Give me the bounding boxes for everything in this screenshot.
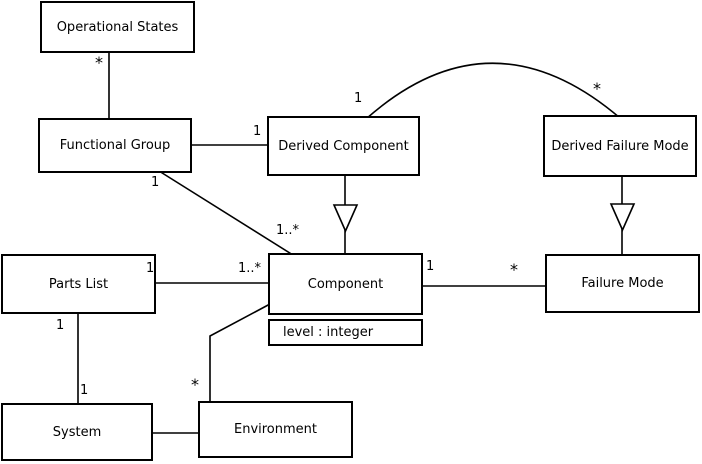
multiplicity-label: 1 [151, 175, 160, 190]
multiplicity-label: * [510, 260, 518, 279]
multiplicity-label: 1..* [276, 223, 300, 238]
class-name: Derived Component [278, 138, 409, 154]
generalization-triangle-icon [332, 204, 359, 233]
class-name: Component [307, 276, 384, 292]
class-name: System [52, 424, 102, 440]
class-box-system: System [1, 403, 153, 461]
multiplicity-label: 1 [426, 259, 435, 274]
multiplicity-label: 1 [253, 124, 262, 139]
association-arc-derived-component-derived-failure-mode [365, 62, 621, 120]
multiplicity-label: * [593, 79, 601, 98]
multiplicity-label: * [95, 53, 103, 72]
class-box-parts-list: Parts List [1, 254, 156, 314]
class-name: Functional Group [59, 138, 171, 153]
class-box-component: Component [268, 253, 423, 315]
multiplicity-label: 1 [146, 261, 155, 276]
class-box-derived-failure-mode: Derived Failure Mode [543, 115, 697, 177]
class-box-functional-group: Functional Group [38, 118, 192, 173]
class-box-operational-states: Operational States [40, 1, 195, 53]
association-line-functional-group-component [158, 170, 294, 256]
class-box-derived-component: Derived Component [267, 116, 420, 176]
generalization-triangle-icon [609, 203, 636, 232]
class-box-environment: Environment [198, 401, 353, 458]
class-attribute-level: level : integer [283, 325, 374, 340]
multiplicity-label: * [191, 375, 199, 394]
class-name: Failure Mode [581, 276, 664, 291]
class-name: Derived Failure Mode [551, 138, 689, 154]
multiplicity-label: 1 [80, 383, 89, 398]
class-name: Parts List [48, 276, 109, 292]
association-line-component-environment [209, 303, 271, 404]
class-name: Operational States [56, 19, 179, 35]
multiplicity-label: 1..* [238, 261, 262, 276]
class-attribute-compartment-component: level : integer [268, 319, 423, 346]
multiplicity-label: 1 [354, 91, 363, 106]
class-name: Environment [233, 422, 317, 437]
multiplicity-label: 1 [56, 318, 65, 333]
class-box-failure-mode: Failure Mode [545, 254, 700, 313]
